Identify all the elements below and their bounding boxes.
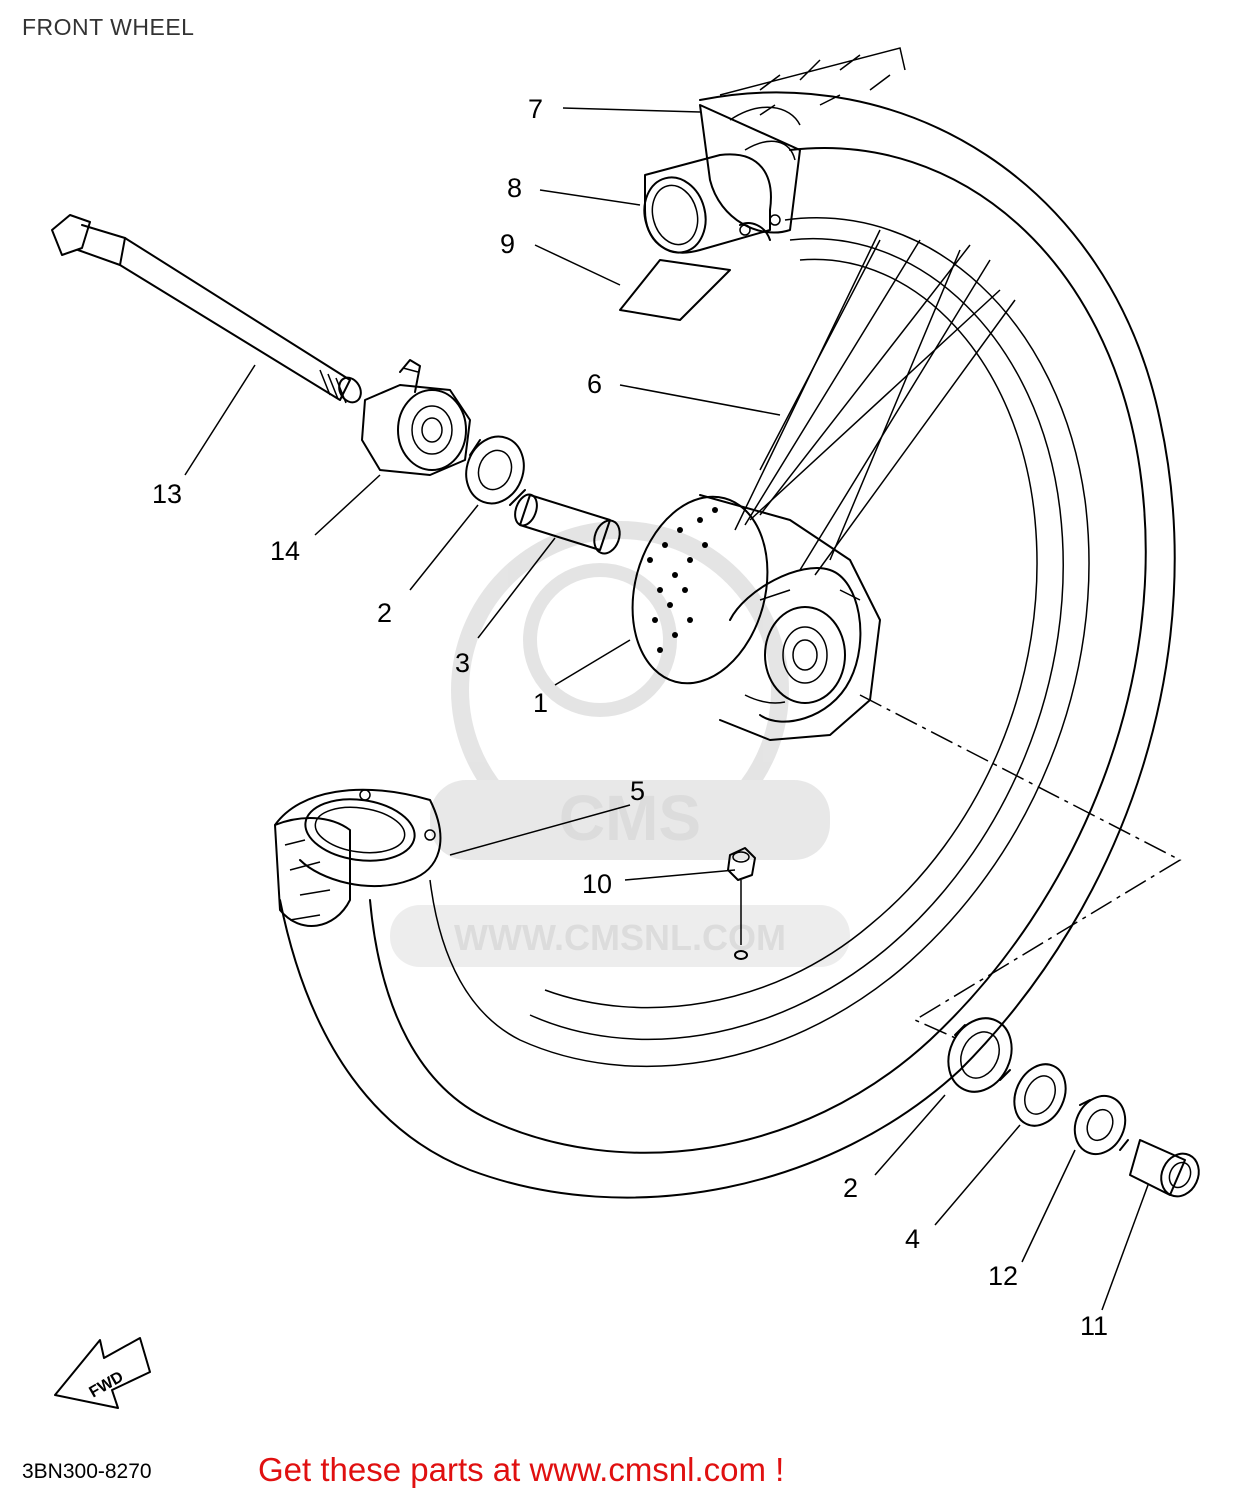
callout-2-upper: 2 <box>377 598 392 628</box>
callout-10: 10 <box>582 869 612 899</box>
watermark: CMS WWW.CMSNL.COM <box>390 521 850 967</box>
callout-6: 6 <box>587 369 602 399</box>
bearing-upper <box>465 435 526 506</box>
hub <box>631 494 881 741</box>
callout-2-lower: 2 <box>843 1173 858 1203</box>
callout-12: 12 <box>988 1261 1018 1291</box>
rim-band <box>619 214 781 321</box>
oil-seal <box>1013 1063 1067 1127</box>
watermark-url-text: WWW.CMSNL.COM <box>454 917 786 958</box>
axle <box>51 214 362 404</box>
spokes <box>734 229 1016 576</box>
callout-4: 4 <box>905 1224 920 1254</box>
callout-5: 5 <box>630 776 645 806</box>
tire-and-rim <box>274 47 1176 1199</box>
collar <box>1073 1094 1129 1156</box>
callout-3: 3 <box>455 648 470 678</box>
forward-arrow: FWD <box>54 1337 151 1409</box>
spacer-flange <box>1129 1139 1200 1198</box>
spacer <box>514 493 621 555</box>
callouts: 7 8 9 6 13 14 2 3 1 5 10 2 4 12 11 <box>152 94 1108 1341</box>
forward-label: FWD <box>87 1368 127 1401</box>
tire-cross-section <box>274 788 442 888</box>
callout-14: 14 <box>270 536 300 566</box>
callout-13: 13 <box>152 479 182 509</box>
valve-nut <box>727 847 756 960</box>
callout-7: 7 <box>528 94 543 124</box>
drawing-code: 3BN300-8270 <box>22 1460 152 1483</box>
inner-tube <box>643 153 772 254</box>
leader-lines <box>184 107 1149 1311</box>
page-title: FRONT WHEEL <box>22 14 195 40</box>
callout-8: 8 <box>507 173 522 203</box>
callout-11: 11 <box>1080 1311 1108 1341</box>
axle-centerline <box>859 694 1182 1041</box>
footer-link-text[interactable]: Get these parts at www.cmsnl.com ! <box>258 1451 785 1488</box>
bearing-lower <box>947 1017 1013 1093</box>
callout-1: 1 <box>533 688 548 718</box>
callout-9: 9 <box>500 229 515 259</box>
meter-gear-unit <box>361 359 471 476</box>
